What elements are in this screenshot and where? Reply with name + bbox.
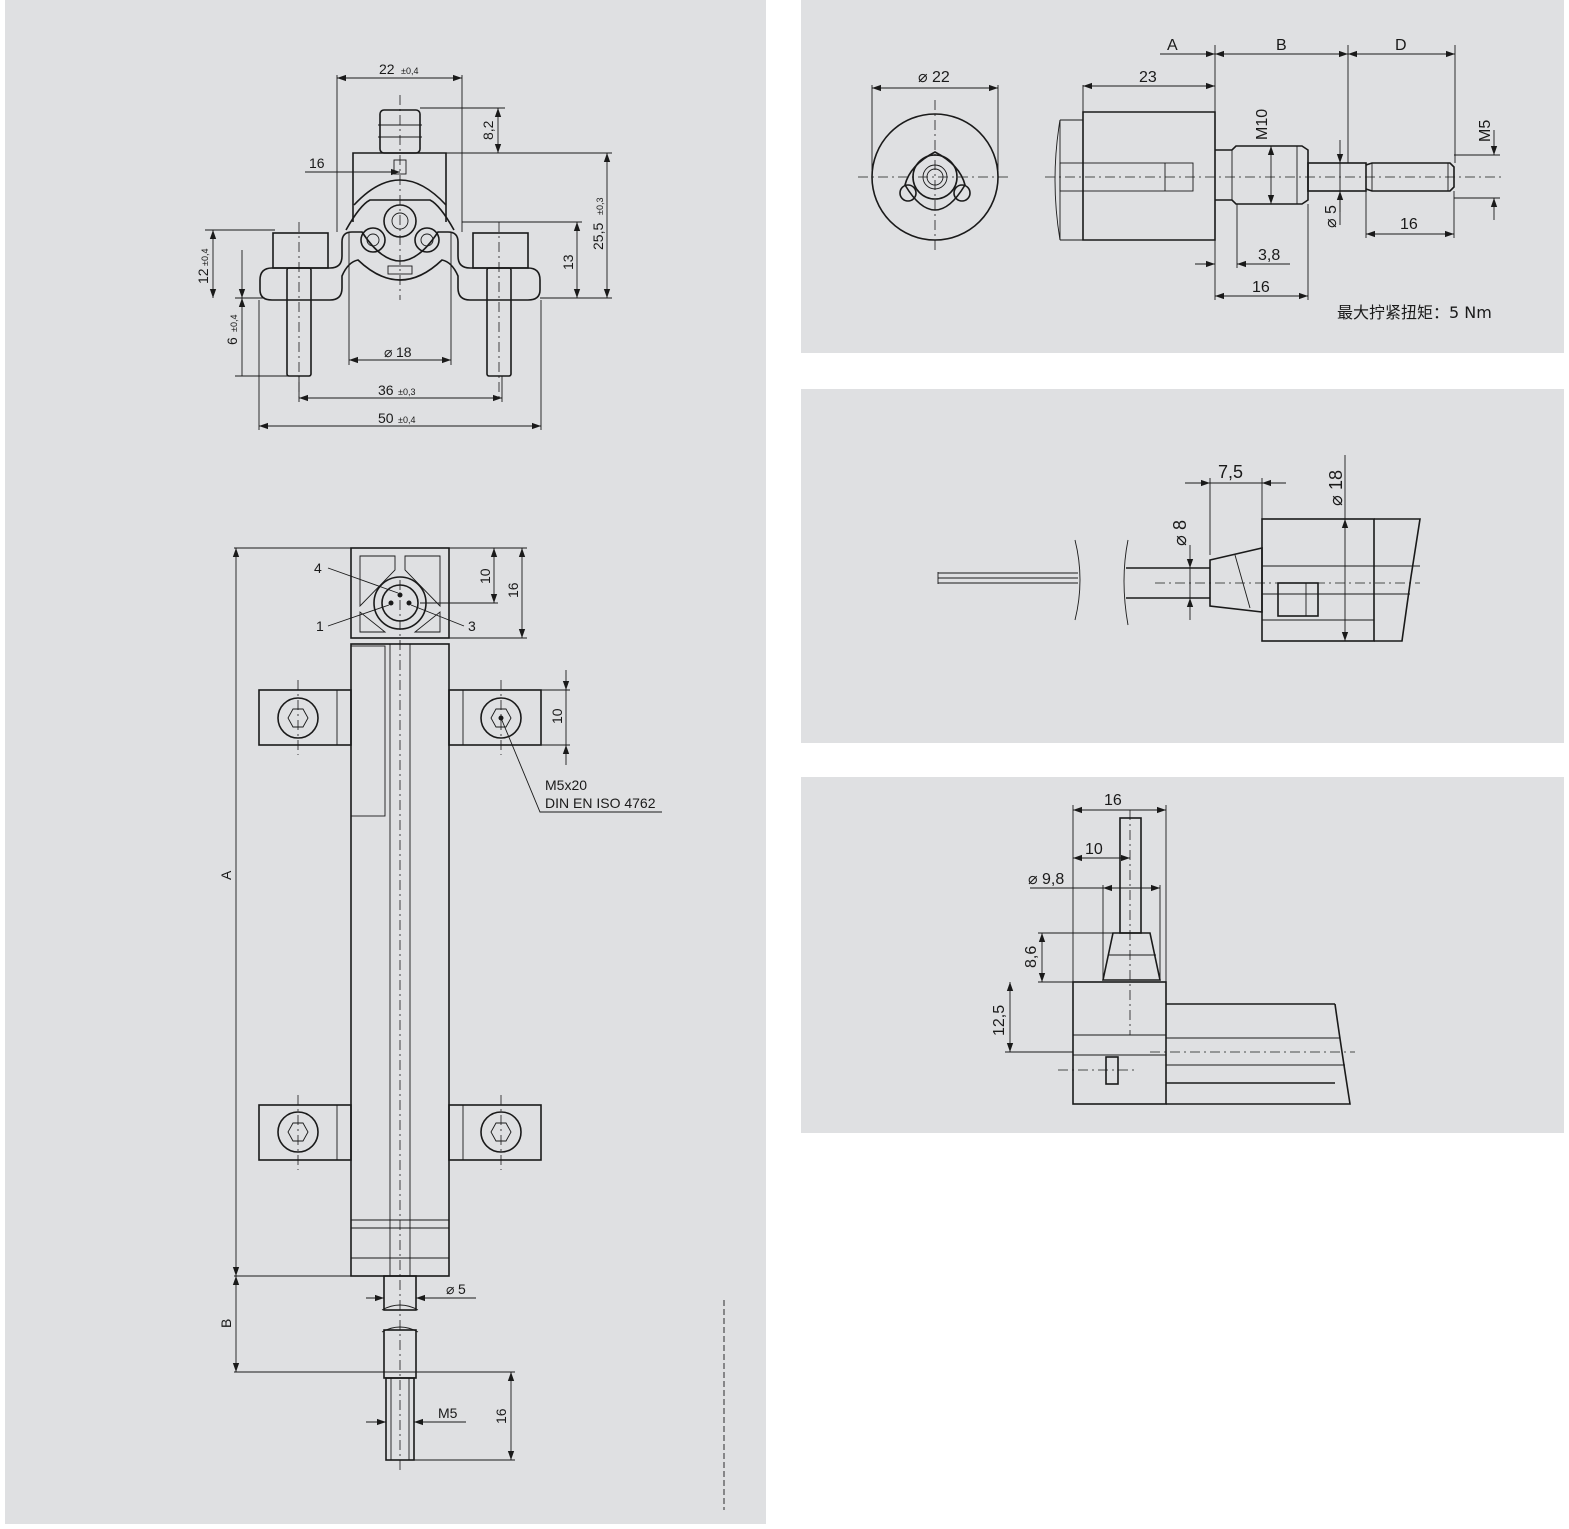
screw-spec: M5x20 bbox=[545, 777, 587, 793]
dim-thread-length: 16 bbox=[493, 1408, 509, 1424]
dim-diameter-9-8-symbol: ⌀ bbox=[1028, 871, 1038, 888]
dim-rod-diameter: 5 bbox=[458, 1281, 466, 1297]
dim-10: 10 bbox=[477, 568, 493, 584]
dim-overall-width: 50 bbox=[378, 410, 394, 426]
dim-diameter-8-symbol: ⌀ bbox=[1170, 535, 1190, 546]
dim-connector-height: 8,2 bbox=[480, 120, 496, 140]
dim-16: 16 bbox=[1104, 792, 1122, 809]
dim-16-a: 16 bbox=[1400, 216, 1418, 233]
dim-M10: M10 bbox=[1254, 109, 1271, 140]
dim-diameter-9-8: 9,8 bbox=[1042, 871, 1064, 888]
dim-half-width: 16 bbox=[309, 155, 325, 171]
dim-overall-width-tol: ±0,4 bbox=[398, 415, 415, 425]
dim-diameter-symbol: ⌀ bbox=[384, 344, 392, 360]
dim-8-6: 8,6 bbox=[1023, 946, 1040, 968]
pin-3: 3 bbox=[468, 618, 476, 634]
side-view: 4 1 3 M5x20 DIN EN bbox=[218, 547, 725, 1510]
dim-hole-spacing-tol: ±0,3 bbox=[398, 387, 415, 397]
cable-radial-view: 16 10 ⌀ 9,8 8,6 12,5 bbox=[991, 792, 1355, 1105]
torque-note: 最大拧紧扭矩：5 Nm bbox=[1337, 303, 1492, 322]
dim-width-top-tol: ±0,4 bbox=[401, 66, 418, 76]
dim-rod-diameter-symbol: ⌀ bbox=[446, 1281, 454, 1297]
panel-cable-radial bbox=[801, 777, 1564, 1133]
dim-diameter-5: 5 bbox=[1323, 205, 1340, 214]
dim-diameter-18: 18 bbox=[1326, 470, 1346, 490]
dim-hole-spacing: 36 bbox=[378, 382, 394, 398]
dim-M5: M5 bbox=[1477, 120, 1494, 142]
panel-cable-axial bbox=[801, 389, 1564, 743]
dim-thread: M5 bbox=[438, 1405, 458, 1421]
dim-A: A bbox=[1167, 37, 1178, 54]
dim-flange-height: 12 bbox=[195, 268, 211, 284]
dim-16: 16 bbox=[505, 582, 521, 598]
dim-mount-10: 10 bbox=[549, 708, 565, 724]
cable-axial-view: 7,5 ⌀ 18 ⌀ 8 bbox=[937, 455, 1421, 642]
dim-diameter-18-symbol: ⌀ bbox=[1326, 495, 1346, 506]
dim-flange-height-tol: ±0,4 bbox=[200, 249, 210, 266]
dim-lower-tol: ±0,4 bbox=[229, 315, 239, 332]
dim-B: B bbox=[218, 1319, 234, 1328]
panel-front-side-views bbox=[5, 0, 766, 1524]
dim-D: D bbox=[1395, 37, 1407, 54]
dim-12-5: 12,5 bbox=[991, 1005, 1008, 1036]
panel-rod-detail bbox=[801, 0, 1564, 353]
rod-detail-view: ⌀ 22 bbox=[858, 37, 1505, 322]
dim-height-13: 13 bbox=[560, 254, 576, 270]
dim-diameter-22-symbol: ⌀ bbox=[918, 69, 928, 86]
dim-diameter-5-symbol: ⌀ bbox=[1323, 218, 1340, 228]
dim-B: B bbox=[1276, 37, 1287, 54]
dim-lower: 6 bbox=[224, 337, 240, 345]
dim-10: 10 bbox=[1085, 841, 1103, 858]
dim-23: 23 bbox=[1139, 69, 1157, 86]
dim-width-top: 22 bbox=[379, 61, 395, 77]
front-view: 22 ±0,4 8,2 16 25,5 ±0,3 13 12 ±0,4 6 ±0… bbox=[195, 61, 612, 430]
dim-A: A bbox=[218, 870, 234, 880]
dim-height-total: 25,5 bbox=[590, 223, 606, 250]
dim-16-b: 16 bbox=[1252, 279, 1270, 296]
pin-1: 1 bbox=[316, 618, 324, 634]
screw-standard: DIN EN ISO 4762 bbox=[545, 795, 656, 811]
dim-diameter-18: 18 bbox=[396, 344, 412, 360]
pin-4: 4 bbox=[314, 560, 322, 576]
dim-3-8: 3,8 bbox=[1258, 247, 1280, 264]
dim-diameter-8: 8 bbox=[1170, 520, 1190, 530]
dim-diameter-22: 22 bbox=[932, 69, 950, 86]
dim-7-5: 7,5 bbox=[1218, 462, 1243, 482]
dim-height-total-tol: ±0,3 bbox=[595, 198, 605, 215]
